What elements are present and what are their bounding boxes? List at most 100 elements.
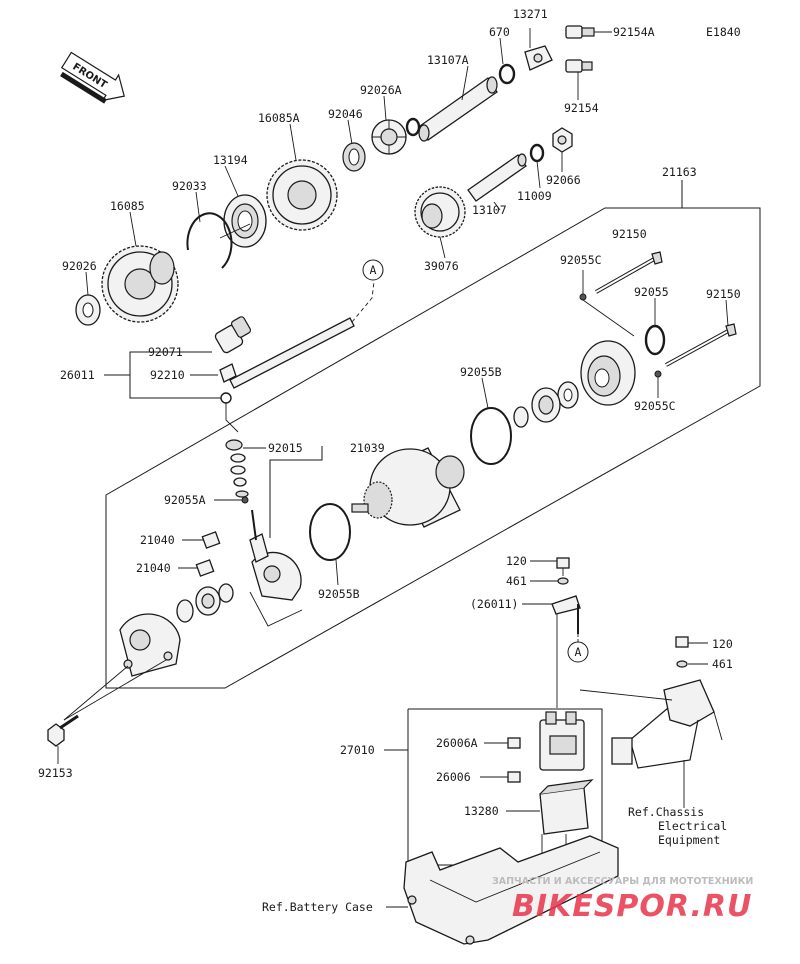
label-27010: 27010 (340, 743, 375, 757)
label-92033: 92033 (172, 179, 207, 193)
wire-26011 (214, 223, 375, 433)
label-13107: 13107 (472, 203, 507, 217)
oring-92055C-a (579, 293, 587, 301)
label-16085: 16085 (110, 199, 145, 213)
callout-a-bottom (567, 641, 589, 663)
oring-92055B-b (309, 503, 351, 561)
clutch-92026A (371, 119, 407, 155)
label-21040-b: 21040 (136, 561, 171, 575)
label-670: 670 (489, 25, 510, 39)
bearing-front (531, 387, 561, 423)
bearing-92046 (342, 142, 366, 172)
washer-front-b (513, 406, 529, 428)
end-cover-front (580, 340, 636, 406)
oring-92055A (241, 496, 249, 504)
bolt-92153 (47, 714, 79, 747)
washer-11009 (529, 143, 545, 163)
label-92150-top: 92150 (612, 227, 647, 241)
label-13194: 13194 (213, 153, 248, 167)
washer-92026A-small (405, 117, 421, 137)
oring-670 (498, 63, 516, 85)
label-92055A: 92055A (164, 493, 206, 507)
cable-26011-end (551, 595, 581, 708)
label-92066: 92066 (546, 173, 581, 187)
callout-a-top-letter: A (370, 263, 377, 277)
battery-case (403, 835, 619, 945)
label-92055C-top: 92055C (560, 253, 602, 267)
gear-16085A (266, 159, 338, 231)
label-461-a: 461 (506, 574, 527, 588)
brush-21040-b (195, 559, 215, 577)
bearing-rear (195, 586, 221, 616)
label-26006A: 26006A (436, 736, 478, 750)
label-ref-chassis-1: Ref.Chassis (628, 805, 704, 819)
label-92055C-bottom: 92055C (634, 399, 676, 413)
label-21040-a: 21040 (140, 533, 175, 547)
callout-a-bottom-letter: A (575, 645, 582, 659)
label-92015: 92015 (268, 441, 303, 455)
fuse-26006 (507, 771, 521, 783)
label-461-b: 461 (712, 657, 733, 671)
end-cover-rear (119, 613, 181, 677)
label-39076: 39076 (424, 259, 459, 273)
plate-13271 (524, 28, 553, 71)
label-92055B-top: 92055B (460, 365, 502, 379)
washer-461-a (557, 577, 569, 585)
label-ref-chassis-2: Electrical (658, 819, 727, 833)
gear-39076 (414, 186, 466, 238)
diagram-code: E1840 (706, 25, 741, 39)
bolt-92154 (565, 59, 593, 100)
fuse-26006A (507, 737, 521, 749)
label-120-a: 120 (506, 554, 527, 568)
callout-a-top (362, 259, 384, 281)
label-21039: 21039 (350, 441, 385, 455)
label-120-b: 120 (712, 637, 733, 651)
washer-461-b (676, 660, 688, 668)
label-92153: 92153 (38, 766, 73, 780)
label-92026A: 92026A (360, 83, 402, 97)
nut-92066 (552, 127, 573, 153)
washer-92026 (75, 294, 101, 326)
label-26006: 26006 (436, 770, 471, 784)
label-92055B-bottom: 92055B (318, 587, 360, 601)
washer-rear-a (218, 583, 234, 603)
brush-21040-a (201, 531, 221, 549)
label-92210: 92210 (150, 368, 185, 382)
label-21163: 21163 (662, 165, 697, 179)
brush-holder (249, 509, 303, 627)
watermark-logo: BIKESPOR.RU (512, 889, 752, 924)
label-11009: 11009 (517, 189, 552, 203)
label-92055: 92055 (634, 285, 669, 299)
shaft-13107 (467, 153, 527, 202)
label-13271: 13271 (513, 7, 548, 21)
label-92150-right: 92150 (706, 287, 741, 301)
oring-92055B-a (470, 407, 512, 465)
shaft-13107A (418, 76, 498, 142)
circlip-92033 (186, 212, 233, 269)
frame-21163 (105, 180, 761, 689)
relay-case-13280 (539, 779, 594, 835)
oring-92055C-b (654, 370, 662, 378)
oring-92055 (644, 324, 666, 356)
label-13107A: 13107A (427, 53, 469, 67)
terminal-stack-92015 (225, 439, 249, 498)
watermark-tagline: ЗАПЧАСТИ И АКСЕССУАРЫ ДЛЯ МОТОТЕХНИКИ (492, 876, 753, 887)
bolt-120-b (675, 636, 689, 648)
label-16085A: 16085A (258, 111, 300, 125)
front-badge: FRONT (60, 51, 125, 104)
bolt-120-a (556, 557, 570, 576)
starter-relay (539, 711, 585, 771)
washer-rear-b (176, 599, 194, 623)
label-26011-ref: (26011) (470, 597, 518, 611)
label-ref-chassis-3: Equipment (658, 833, 720, 847)
label-13280: 13280 (464, 804, 499, 818)
armature (351, 447, 465, 528)
label-92154: 92154 (564, 101, 599, 115)
label-92154A: 92154A (613, 25, 655, 39)
frame-21039 (269, 446, 323, 538)
label-92071: 92071 (148, 345, 183, 359)
gear-16085 (101, 245, 179, 323)
label-92026: 92026 (62, 259, 97, 273)
label-26011: 26011 (60, 368, 95, 382)
